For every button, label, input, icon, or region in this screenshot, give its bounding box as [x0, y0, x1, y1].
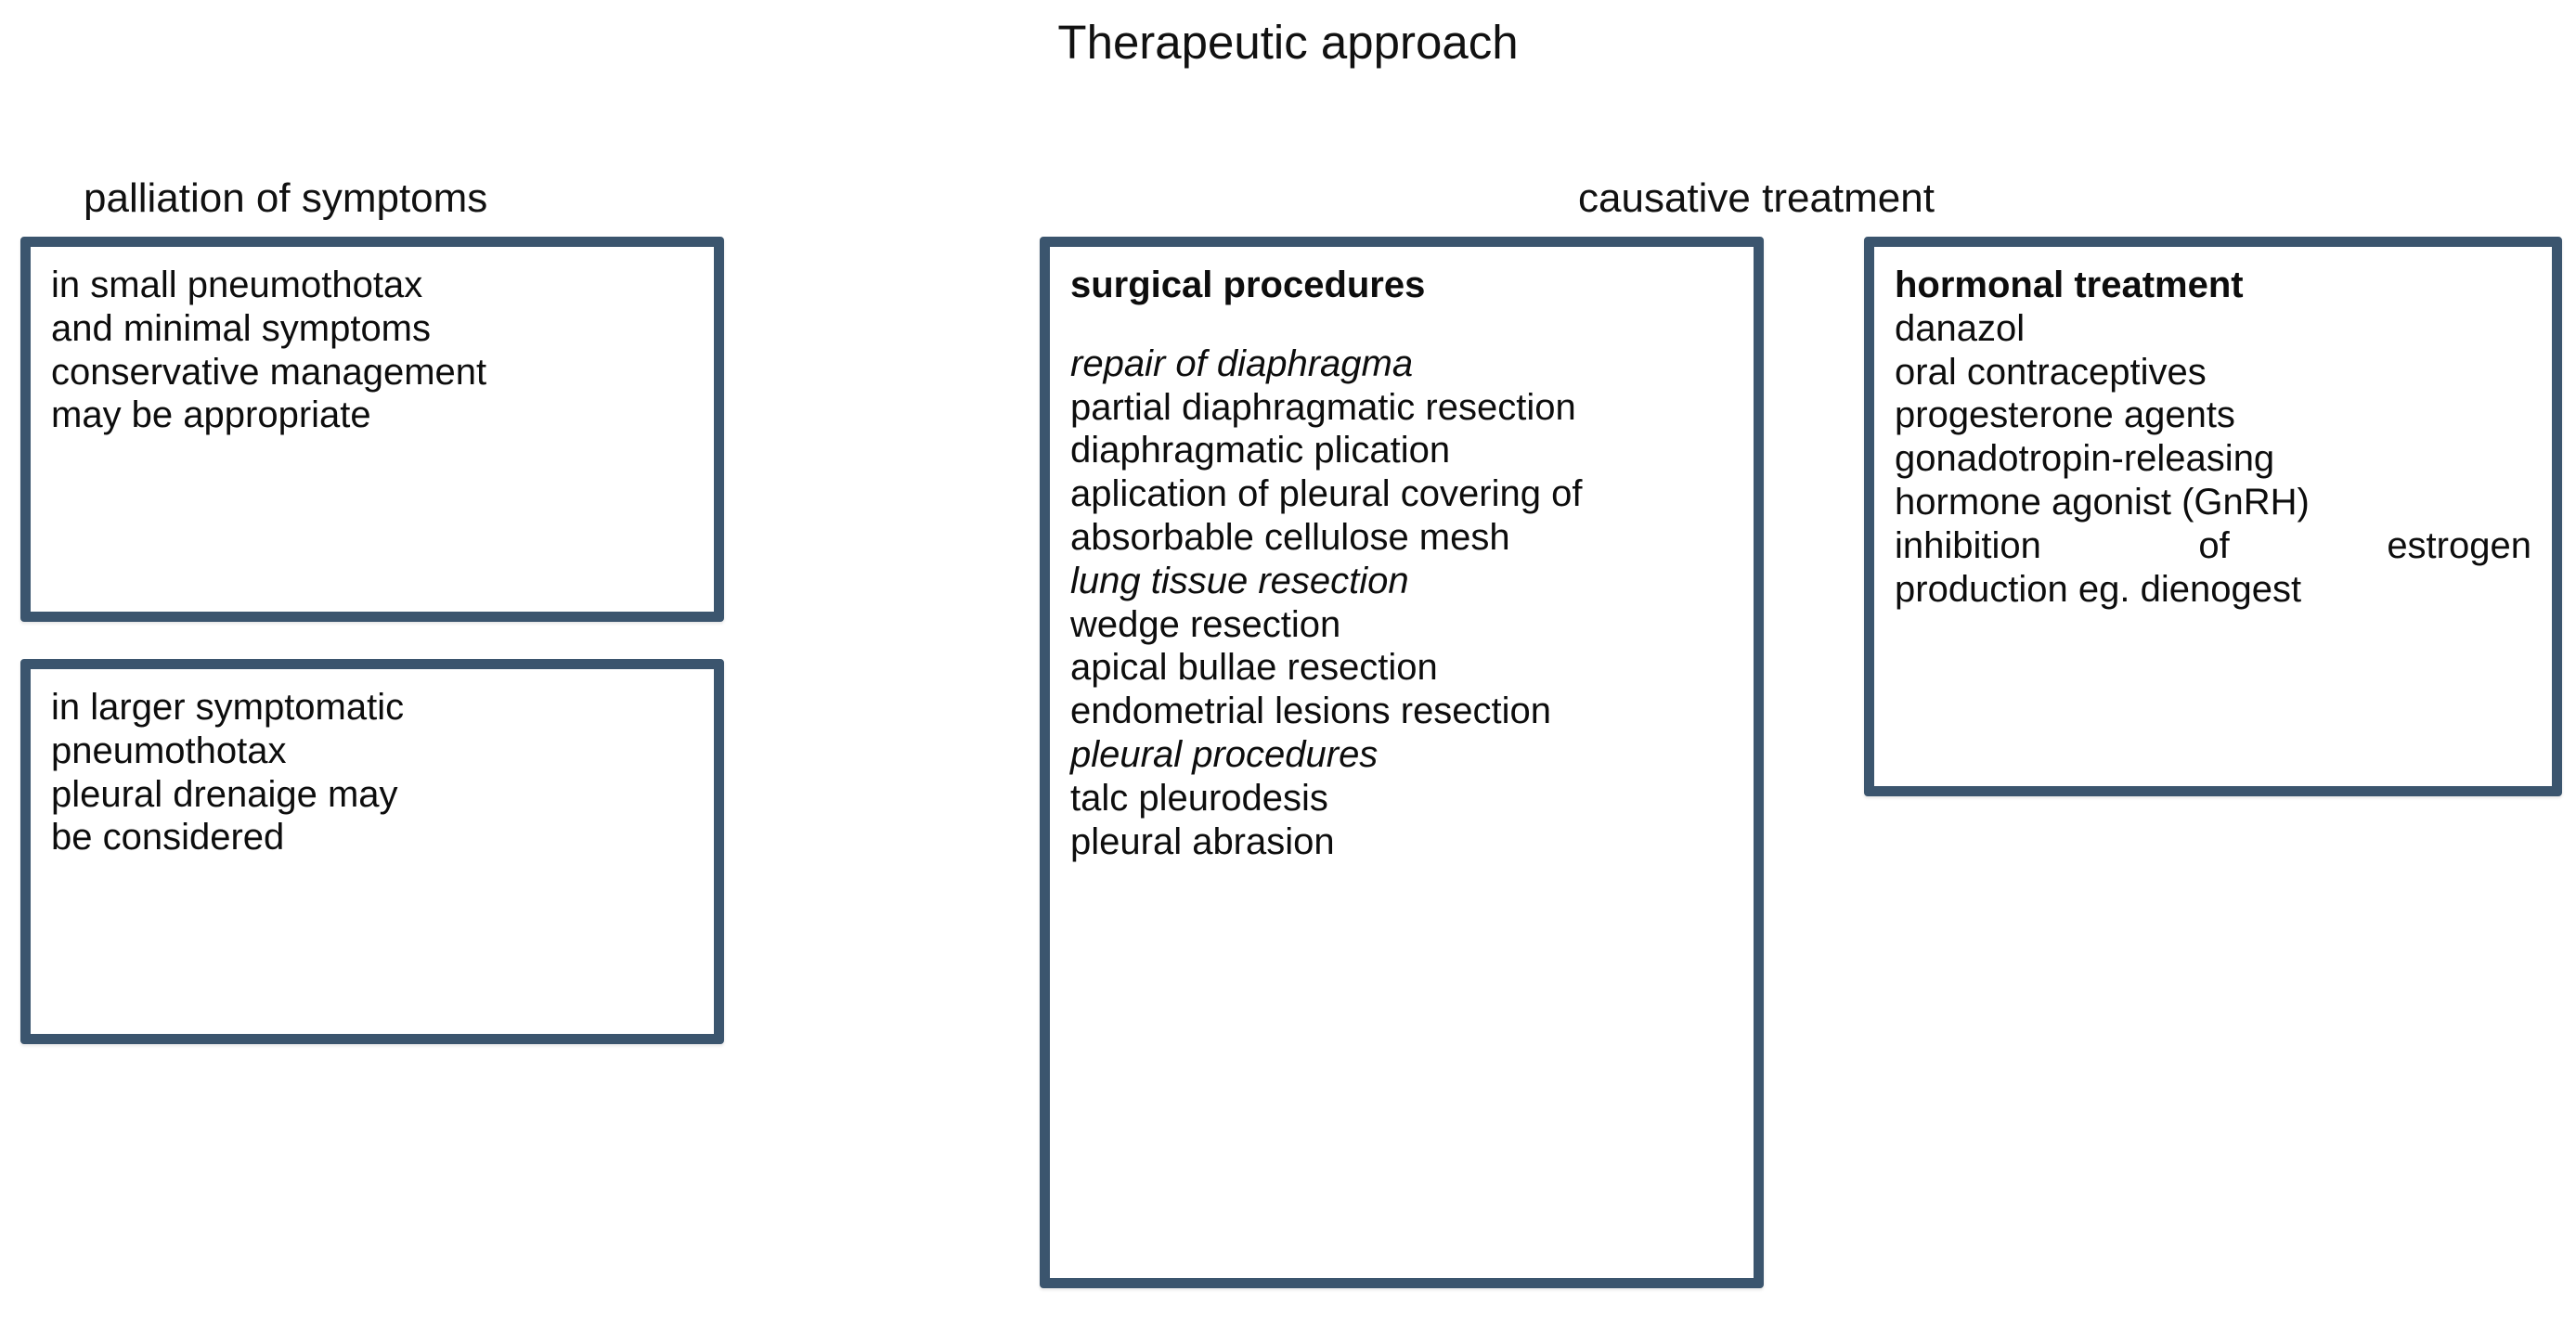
box-hormonal-treatment: hormonal treatment danazol oral contrace… [1864, 237, 2562, 796]
text-line: production eg. dienogest [1895, 568, 2302, 610]
text-line: partial diaphragmatic resection [1070, 386, 1576, 428]
text-word: inhibition [1895, 524, 2041, 566]
text-line: in small pneumothotax [51, 265, 423, 305]
spacer [1070, 307, 1733, 342]
box-palliation-larger-pneumothorax: in larger symptomatic pneumothotax pleur… [20, 659, 724, 1044]
text-line: absorbable cellulose mesh [1070, 516, 1510, 558]
text-line: pleural drenaige may [51, 773, 398, 815]
box-content: in small pneumothotax and minimal sympto… [31, 247, 714, 446]
text-line: pleural abrasion [1070, 820, 1335, 862]
text-word: estrogen [2387, 524, 2531, 566]
text-line: be considered [51, 817, 285, 859]
text-line: gonadotropin-releasing [1895, 438, 2275, 480]
text-line: progesterone agents [1895, 394, 2235, 436]
text-line: apical bullae resection [1070, 647, 1438, 689]
text-line: hormone agonist (GnRH) [1895, 481, 2310, 523]
text-line: aplication of pleural covering of [1070, 473, 1583, 515]
text-line: conservative management [51, 351, 487, 393]
text-line: danazol [1895, 307, 2026, 349]
text-line: wedge resection [1070, 603, 1341, 645]
text-word: of [2198, 524, 2230, 566]
justified-paragraph: inhibition of estrogen production eg. di… [1895, 524, 2531, 612]
text-line: may be appropriate [51, 394, 371, 436]
box-palliation-small-pneumothorax: in small pneumothotax and minimal sympto… [20, 237, 724, 622]
subheading-repair-of-diaphragma: repair of diaphragma [1070, 342, 1414, 384]
text-line: endometrial lesions resection [1070, 691, 1552, 732]
box-content: hormonal treatment danazol oral contrace… [1874, 247, 2552, 620]
box-heading-hormonal: hormonal treatment [1895, 265, 2244, 305]
box-heading-surgical: surgical procedures [1070, 265, 1426, 305]
text-line: and minimal symptoms [51, 307, 432, 349]
page-title: Therapeutic approach [1057, 16, 1519, 69]
text-line: in larger symptomatic [51, 687, 405, 728]
text-line: pneumothotax [51, 730, 287, 771]
text-line: oral contraceptives [1895, 351, 2207, 393]
text-line: talc pleurodesis [1070, 777, 1328, 819]
subheading-lung-tissue-resection: lung tissue resection [1070, 560, 1409, 601]
column-heading-palliation: palliation of symptoms [84, 175, 488, 221]
box-content: surgical procedures repair of diaphragma… [1050, 247, 1754, 872]
column-heading-causative: causative treatment [1578, 175, 1935, 221]
box-surgical-procedures: surgical procedures repair of diaphragma… [1040, 237, 1764, 1288]
box-content: in larger symptomatic pneumothotax pleur… [31, 669, 714, 869]
justified-row: inhibition of estrogen [1895, 524, 2531, 568]
subheading-pleural-procedures: pleural procedures [1070, 733, 1379, 775]
text-line: diaphragmatic plication [1070, 430, 1451, 471]
